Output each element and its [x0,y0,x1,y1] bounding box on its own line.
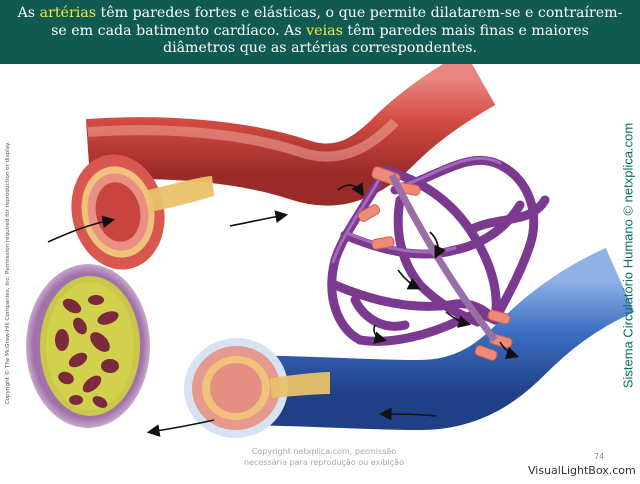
caption-highlight-veias: veias [306,22,343,39]
circulation-illustration [26,51,635,439]
page-number: 74 [594,452,605,461]
watermark: Copyright netxplica.com, permissão neces… [224,446,424,468]
vein [184,248,635,439]
caption-banner: As artérias têm paredes fortes e elástic… [0,0,640,64]
caption-text-3: têm paredes mais finas e maiores diâmetr… [162,22,589,57]
artery [71,51,496,270]
caption-highlight-arterias: artérias [39,5,97,21]
flow-arrows [47,182,520,437]
illustration-stage [0,51,640,480]
watermark-line-1: Copyright netxplica.com, permissão [251,447,397,456]
caption-text-2: têm paredes fortes e elásticas, o que pe… [51,5,623,39]
side-title: Sistema Circulatório Humano © netxplica.… [620,122,636,389]
watermark-line-2: necessária para reprodução ou exibição [244,458,404,467]
histology-micrograph [26,264,150,428]
footer-brand-link[interactable]: VisualLightBox.com [528,464,636,477]
thoroughfare-channel [388,173,498,343]
copyright-notice: Copyright © The McGraw-Hill Companies, I… [5,141,11,405]
caption-text-1: As [17,5,40,21]
